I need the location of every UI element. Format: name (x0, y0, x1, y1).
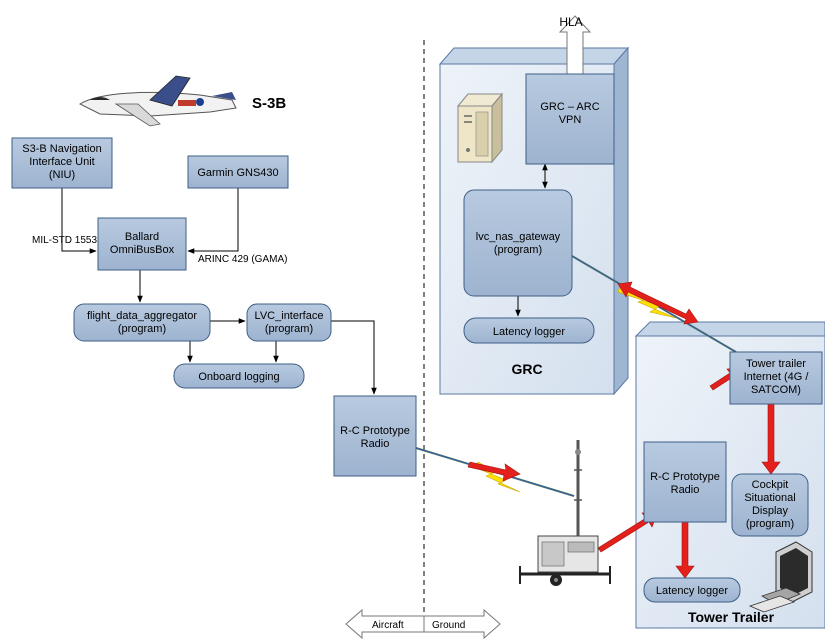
red-arrows (467, 281, 781, 579)
label-line: OmniBusBox (110, 244, 175, 256)
label-line: Ballard (125, 231, 159, 243)
aggregator-box: flight_data_aggregator(program) (73, 303, 211, 342)
label-line: flight_data_aggregator (87, 310, 197, 322)
label-line: LVC_interface (255, 310, 324, 322)
gateway-label: lvc_nas_gateway(program) (476, 231, 561, 256)
tower-trailer-title: Tower Trailer (688, 609, 775, 625)
label-line: Radio (361, 438, 390, 450)
label-line: (program) (746, 518, 794, 530)
tower-trailer-icon (519, 440, 611, 586)
arinc-label: ARINC 429 (GAMA) (198, 254, 287, 265)
label-line: S3-B Navigation (22, 143, 102, 155)
server-tower-icon (456, 92, 504, 164)
label-line: Cockpit (752, 479, 789, 491)
connectors (61, 163, 548, 395)
lvc-interface-box: LVC_interface(program) (246, 303, 332, 342)
s3b-aircraft-icon (78, 75, 237, 127)
label-line: Situational (744, 492, 795, 504)
label-line: (program) (265, 323, 313, 335)
label-line: R-C Prototype (340, 425, 410, 437)
label-line: Interface Unit (29, 156, 94, 168)
label-line: (program) (494, 244, 542, 256)
onboard-logging-box: Onboard logging (173, 363, 305, 389)
label-line: GRC – ARC (540, 101, 599, 113)
label-line: VPN (559, 114, 582, 126)
grc-title: GRC (511, 361, 542, 377)
garmin-label: Garmin GNS430 (197, 167, 278, 179)
label-line: R-C Prototype (650, 471, 720, 483)
grc-latency-label: Latency logger (493, 326, 565, 338)
label-line: lvc_nas_gateway (476, 231, 561, 243)
label-line: SATCOM) (751, 384, 801, 396)
label-line: Internet (4G / (744, 371, 810, 383)
boundary-right-label: Ground (432, 620, 465, 631)
garmin-box: Garmin GNS430 (187, 155, 289, 189)
hla-arrow (558, 15, 592, 75)
lvc-interface-label: LVC_interface(program) (255, 310, 324, 335)
onboard-logging-label: Onboard logging (198, 371, 279, 383)
label-line: Radio (671, 484, 700, 496)
label-line: Display (752, 505, 789, 517)
grc-latency-box: Latency logger (463, 317, 595, 344)
tower-latency-box: Latency logger (643, 577, 741, 603)
tower-latency-label: Latency logger (656, 585, 728, 597)
hla-label: HLA (559, 15, 582, 29)
aggregator-label: flight_data_aggregator(program) (87, 310, 197, 335)
desktop-computer-icon (748, 541, 813, 613)
gateway-box: lvc_nas_gateway(program) (463, 189, 573, 297)
mil-std-label: MIL-STD 1553 (32, 235, 97, 246)
aircraft-ground-arrow (345, 608, 501, 640)
label-line: (NIU) (49, 169, 75, 181)
label-line: Tower trailer (746, 358, 806, 370)
boundary-left-label: Aircraft (372, 620, 404, 631)
label-line: (program) (118, 323, 166, 335)
s3b-label: S-3B (252, 95, 286, 112)
